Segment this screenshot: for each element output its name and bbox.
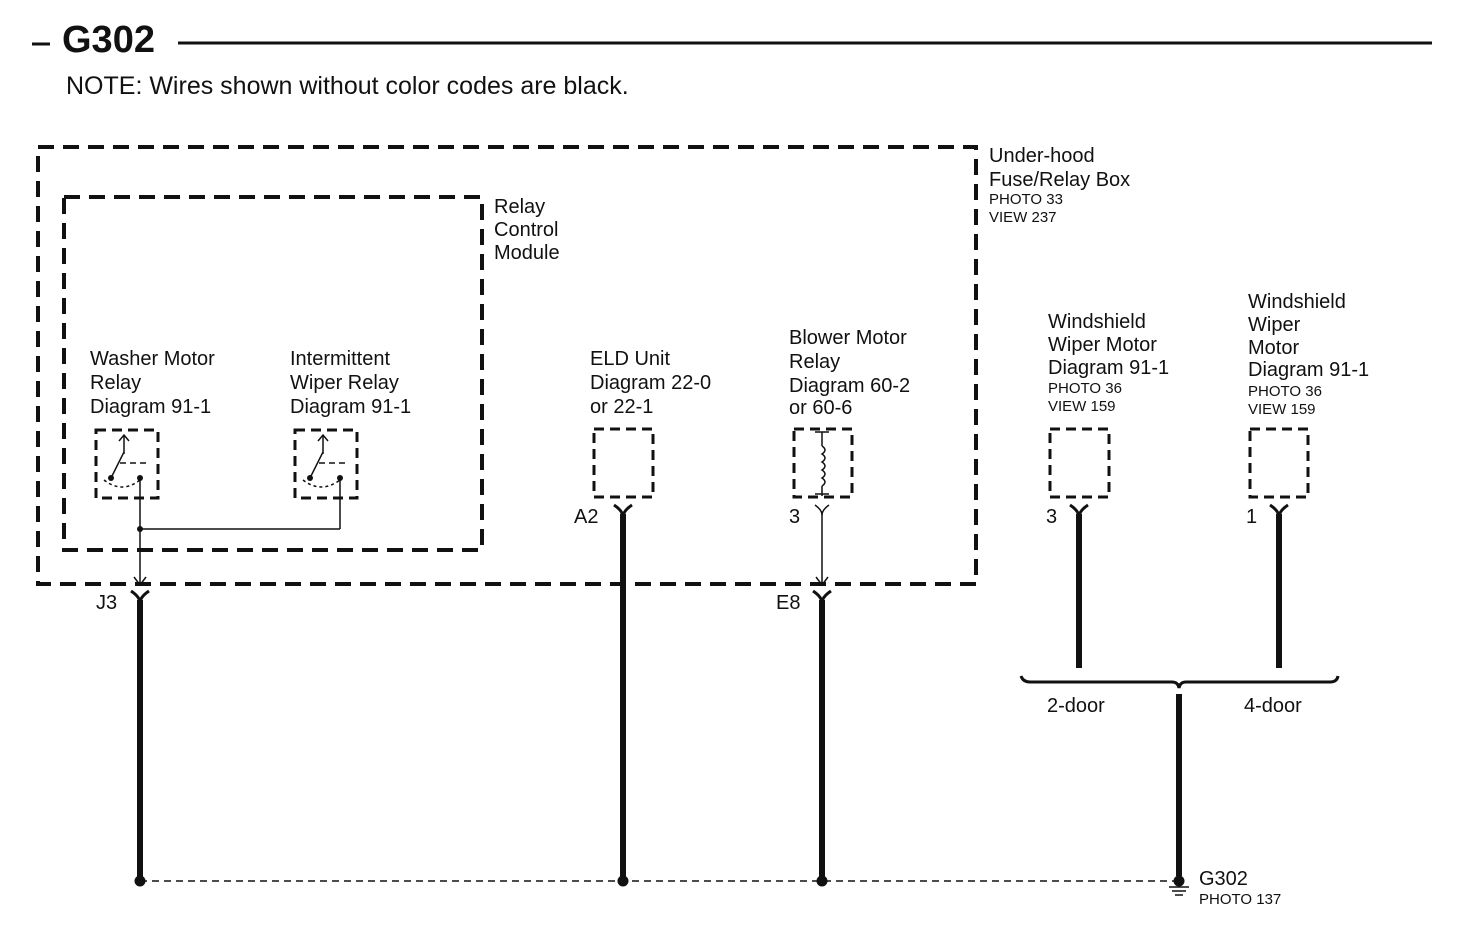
blower-relay-label-1: Blower Motor <box>789 327 907 349</box>
wiper-motor-2door-view: VIEW 159 <box>1048 398 1116 415</box>
wiper-motor-4door-label-1: Windshield <box>1248 291 1346 313</box>
intermittent-relay-label-1: Intermittent <box>290 348 390 370</box>
eld-pin-label: A2 <box>574 506 598 528</box>
intermittent-relay-symbol <box>293 428 359 500</box>
page-title: G302 <box>62 19 155 61</box>
blower-pin-label: 3 <box>789 506 800 528</box>
intermittent-relay-label-3: Diagram 91-1 <box>290 396 411 418</box>
relay-module-label-3: Module <box>494 242 560 264</box>
wiper-4door-pin-label: 1 <box>1246 506 1257 528</box>
splice-e8 <box>816 875 828 887</box>
wiper-motor-4door-symbol <box>1248 427 1310 499</box>
blower-relay-label-4: or 60-6 <box>789 397 852 419</box>
splice-eld <box>617 875 629 887</box>
eld-unit-label-1: ELD Unit <box>590 348 670 370</box>
wiper-motor-4door-label-2: Wiper <box>1248 314 1301 336</box>
variant-4door-label: 4-door <box>1244 695 1302 717</box>
relay-module-label-1: Relay <box>494 196 545 218</box>
relay-internal-wiring <box>133 478 341 587</box>
ground-label: G302 <box>1199 868 1248 890</box>
variant-brace <box>1019 675 1340 689</box>
underhood-box-label-1: Under-hood <box>989 145 1095 167</box>
splice-j3 <box>134 875 146 887</box>
wiper-2door-pin-label: 3 <box>1046 506 1057 528</box>
washer-relay-label-1: Washer Motor <box>90 348 215 370</box>
washer-relay-label-3: Diagram 91-1 <box>90 396 211 418</box>
wiper-motor-2door-symbol <box>1048 427 1111 499</box>
note-text: NOTE: Wires shown without color codes ar… <box>66 72 629 100</box>
wiper-motor-4door-label-3: Motor <box>1248 337 1299 359</box>
variant-2door-label: 2-door <box>1047 695 1105 717</box>
e8-label: E8 <box>776 592 800 614</box>
wiper-motor-2door-photo: PHOTO 36 <box>1048 380 1122 397</box>
washer-relay-label-2: Relay <box>90 372 141 394</box>
wiper-motor-2door-label-2: Wiper Motor <box>1048 334 1157 356</box>
wiper-motor-2door-label-1: Windshield <box>1048 311 1146 333</box>
eld-unit-label-3: or 22-1 <box>590 396 653 418</box>
intermittent-relay-label-2: Wiper Relay <box>290 372 399 394</box>
wiper-motor-4door-photo: PHOTO 36 <box>1248 383 1322 400</box>
wiper-motor-4door-view: VIEW 159 <box>1248 401 1316 418</box>
j3-label: J3 <box>96 592 117 614</box>
wiper-motor-4door-label-4: Diagram 91-1 <box>1248 359 1369 381</box>
underhood-box-outline <box>36 145 978 586</box>
wiper-motor-2door-label-3: Diagram 91-1 <box>1048 357 1169 379</box>
blower-relay-label-2: Relay <box>789 351 840 373</box>
underhood-box-view: VIEW 237 <box>989 209 1057 226</box>
relay-module-outline <box>62 195 484 552</box>
washer-relay-symbol <box>94 428 160 500</box>
underhood-box-photo: PHOTO 33 <box>989 191 1063 208</box>
blower-internal-arrow <box>815 576 829 587</box>
ground-photo: PHOTO 137 <box>1199 891 1281 908</box>
ground-symbol-icon <box>1169 881 1189 896</box>
underhood-box-label-2: Fuse/Relay Box <box>989 169 1130 191</box>
relay-module-label-2: Control <box>494 219 558 241</box>
eld-unit-symbol <box>592 427 655 499</box>
blower-relay-label-3: Diagram 60-2 <box>789 375 910 397</box>
eld-unit-label-2: Diagram 22-0 <box>590 372 711 394</box>
blower-relay-symbol <box>792 427 854 499</box>
